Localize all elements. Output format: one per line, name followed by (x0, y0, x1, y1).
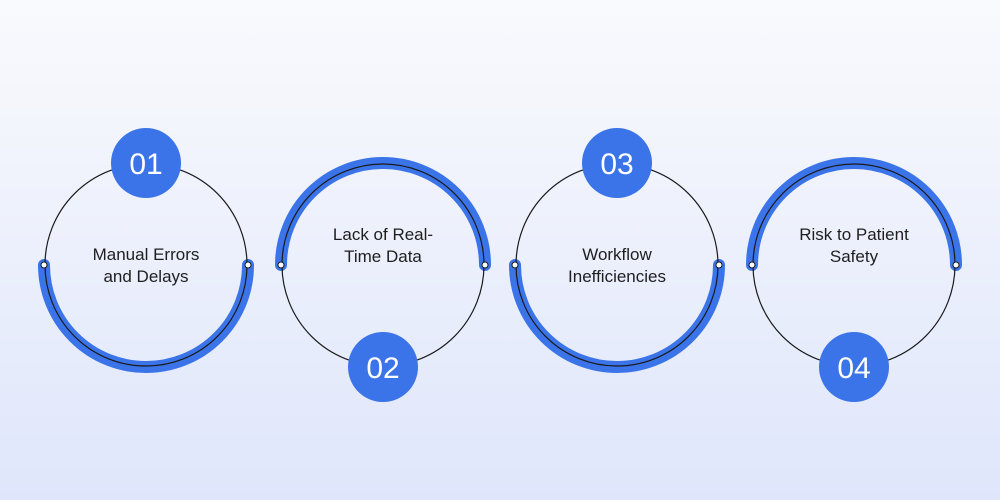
step-01-label-line-1: Manual Errors (93, 245, 200, 264)
step-02: 02 Lack of Real- Time Data (275, 157, 491, 402)
step-02-left-dot (277, 261, 285, 269)
step-03-number: 03 (600, 148, 633, 181)
step-02-label-line-1: Lack of Real- (333, 225, 433, 244)
step-04-left-dot (748, 261, 756, 269)
step-04-badge (819, 332, 889, 402)
step-02-label-line-2: Time Data (344, 247, 422, 266)
step-02-number: 02 (366, 352, 399, 385)
step-01-label-line-2: and Delays (103, 267, 188, 286)
step-01-thick-arc (38, 259, 254, 373)
step-03-label-line-2: Inefficiencies (568, 267, 666, 286)
step-04-thick-arc (746, 157, 962, 271)
step-03-thick-arc (509, 259, 725, 373)
step-02-right-dot (481, 261, 489, 269)
step-04-right-dot (952, 261, 960, 269)
step-02-thick-arc (275, 157, 491, 271)
step-03-badge (582, 128, 652, 198)
step-04-label-line-2: Safety (830, 247, 879, 266)
step-03-label-line-1: Workflow (582, 245, 652, 264)
step-01-badge (111, 128, 181, 198)
step-01-number: 01 (129, 148, 162, 181)
step-03-right-dot (715, 261, 723, 269)
step-02-badge (348, 332, 418, 402)
step-04-number: 04 (837, 352, 870, 385)
step-01-left-dot (40, 261, 48, 269)
step-04-label-line-1: Risk to Patient (799, 225, 909, 244)
step-03-left-dot (511, 261, 519, 269)
step-01-right-dot (244, 261, 252, 269)
